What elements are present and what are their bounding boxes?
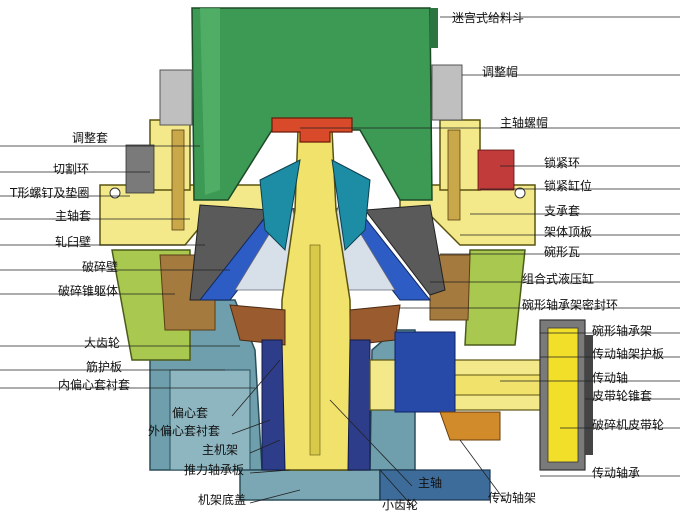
label-countershaft: 传动轴	[592, 371, 629, 385]
leader-line	[249, 489, 301, 504]
label-head-nut: 主轴螺帽	[500, 116, 549, 130]
crushing-chamber	[189, 204, 446, 301]
leader-lines	[0, 16, 680, 509]
leader-line	[231, 419, 271, 435]
label-rib-guard: 筋护板	[86, 360, 123, 374]
head-nut	[271, 117, 353, 143]
label-pinion: 小齿轮	[382, 498, 419, 512]
label-cutting-ring: 切割环	[53, 162, 90, 176]
leader-line	[379, 469, 415, 509]
countershaft	[369, 319, 593, 501]
label-shaft-sleeve: 主轴套	[55, 209, 92, 223]
label-adjustment-sleeve: 调整套	[72, 131, 109, 145]
eccentric	[229, 304, 401, 471]
label-socket: 碗形轴承架	[592, 324, 653, 338]
label-support-sleeve: 支承套	[544, 204, 581, 218]
label-thrust-plate: 推力轴承板	[184, 463, 245, 477]
label-frame-bottom-cover: 机架底盖	[198, 493, 247, 507]
label-pulley: 破碎机皮带轮	[592, 418, 665, 432]
hydraulic-detail	[109, 144, 526, 199]
label-outer-eccentric-bushing: 外偏心套衬套	[148, 424, 221, 438]
leader-line	[231, 359, 281, 417]
leader-line	[249, 469, 291, 474]
label-frame-top-plate: 架体顶板	[544, 225, 593, 239]
label-countershaft-box: 传动轴架	[488, 491, 537, 505]
main-frame	[149, 299, 416, 501]
label-lock-cylinder: 锁紧缸位	[544, 179, 593, 193]
label-concave: 轧臼壁	[55, 235, 92, 249]
label-feed-hopper: 迷宫式给料斗	[452, 11, 525, 25]
bowl-threads	[171, 129, 461, 231]
label-bowl-bearing: 碗形瓦	[544, 245, 581, 259]
label-t-bolt: T形螺钉及垫圈	[10, 186, 90, 200]
label-main-shaft: 主轴	[418, 476, 443, 490]
label-inner-eccentric-bushing: 内偏心套衬套	[58, 378, 131, 392]
label-hydraulic-cylinder: 组合式液压缸	[522, 272, 595, 286]
feed-hopper	[191, 7, 438, 201]
leader-line	[329, 399, 413, 487]
label-socket-seal: 碗形轴承架密封环	[522, 298, 619, 312]
label-countershaft-guard: 传动轴架护板	[592, 347, 665, 361]
label-countershaft-bearing: 传动轴承	[592, 466, 641, 480]
label-pulley-bushing: 皮带轮锥套	[592, 389, 653, 403]
label-mantle: 破碎壁	[82, 260, 119, 274]
cone-head	[259, 159, 371, 252]
label-adjustment-cap: 调整帽	[482, 65, 519, 79]
leader-line	[249, 439, 281, 454]
label-lock-ring: 锁紧环	[544, 156, 581, 170]
label-gear: 大齿轮	[84, 336, 121, 350]
leader-line	[459, 439, 506, 502]
label-eccentric: 偏心套	[172, 406, 209, 420]
label-main-frame: 主机架	[202, 443, 239, 457]
adjustment-cap	[159, 64, 463, 126]
label-cone-body: 破碎锥躯体	[58, 284, 119, 298]
